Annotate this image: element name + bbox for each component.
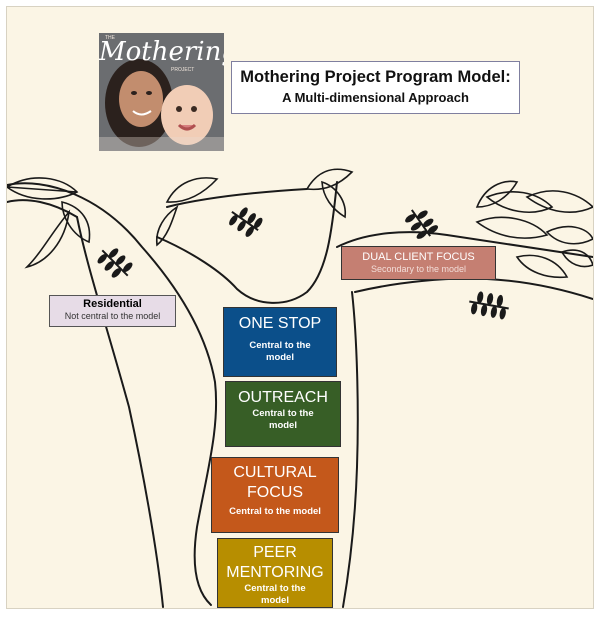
residential-title: Residential	[83, 298, 142, 310]
twig-top	[166, 188, 308, 208]
cover-photo-art	[99, 33, 224, 151]
leaf-outline-14	[475, 180, 519, 208]
trunk-inner-left	[76, 216, 164, 608]
diagram-title: Mothering Project Program Model:	[240, 68, 511, 86]
diagram-title-box: Mothering Project Program Model: A Multi…	[231, 61, 520, 114]
dual-client-focus-title: DUAL CLIENT FOCUS	[362, 251, 475, 263]
cover-title: Mothering	[99, 37, 224, 67]
leaf-sprig-2	[229, 207, 263, 237]
leaf-outline-2	[61, 200, 91, 244]
leaf-outline-10	[525, 190, 593, 213]
dual-client-focus-label: DUAL CLIENT FOCUS Secondary to the model	[341, 246, 496, 280]
leaf-outline-13	[560, 249, 593, 268]
one-stop-subtitle: Central to the model	[249, 340, 311, 363]
leaf-outline-11	[545, 225, 593, 245]
leaf-sprig-3	[405, 209, 439, 239]
book-cover-image: THE Mothering PROJECT	[99, 33, 224, 151]
outreach-title: OUTREACH	[238, 389, 328, 406]
trunk-left-outline	[7, 182, 218, 606]
residential-subtitle: Not central to the model	[64, 311, 161, 321]
outreach-subtitle: Central to the model	[252, 408, 314, 431]
trunk-right-outline	[342, 291, 359, 608]
peer-mentoring-box: PEER MENTORING Central to the model	[217, 538, 333, 608]
leaf-outline-12	[515, 254, 569, 279]
leaf-sprig-4	[469, 291, 509, 320]
cultural-focus-box: CULTURAL FOCUS Central to the model	[211, 457, 339, 533]
residential-label: Residential Not central to the model	[49, 295, 176, 327]
cultural-focus-title: CULTURAL FOCUS	[233, 464, 317, 501]
one-stop-title: ONE STOP	[238, 315, 322, 332]
branch-right-top	[336, 231, 593, 258]
leaf-outline-4	[165, 177, 219, 203]
dual-client-focus-subtitle: Secondary to the model	[370, 264, 467, 274]
diagram-canvas: THE Mothering PROJECT Mothering Project …	[6, 6, 594, 609]
leaf-outline-5	[155, 205, 179, 247]
leaf-outline-6	[305, 168, 354, 191]
branch-right-bottom	[354, 277, 593, 300]
twig-left	[7, 199, 78, 218]
cover-title-suffix: PROJECT	[171, 67, 195, 73]
leaf-outline-1	[7, 177, 79, 200]
leaf-outline-3	[24, 209, 71, 269]
leaf-sprig-1	[97, 248, 133, 278]
cultural-focus-subtitle: Central to the model	[229, 506, 321, 517]
leaf-outline-9	[475, 216, 549, 239]
cover-title-prefix: THE	[105, 35, 115, 41]
peer-mentoring-title: PEER MENTORING	[226, 544, 324, 581]
peer-mentoring-subtitle: Central to the model	[244, 583, 306, 606]
branch-middle	[156, 181, 338, 304]
diagram-subtitle: A Multi-dimensional Approach	[282, 90, 469, 105]
leaf-outline-7	[321, 180, 347, 219]
outreach-box: OUTREACH Central to the model	[225, 381, 341, 447]
one-stop-box: ONE STOP Central to the model	[223, 307, 337, 377]
